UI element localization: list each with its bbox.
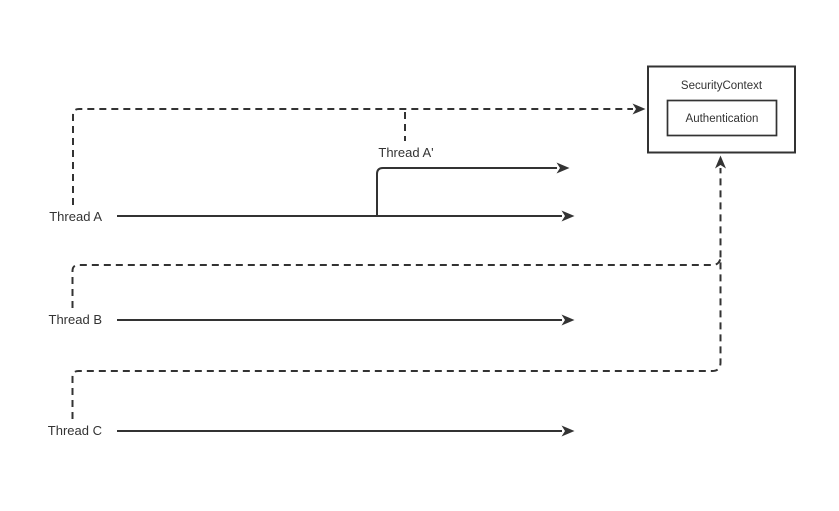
security-context-title: SecurityContext — [681, 80, 763, 92]
thread-b-label: Thread B — [49, 312, 102, 327]
authentication-label: Authentication — [686, 113, 759, 125]
thread-c-label: Thread C — [48, 423, 102, 438]
thread-b-dashed-connector — [71, 255, 722, 308]
thread-a-label: Thread A — [49, 209, 102, 224]
thread-c-dashed-connector — [71, 155, 726, 419]
thread-a-prime-label: Thread A' — [378, 145, 433, 160]
thread-a-prime-line — [376, 162, 570, 216]
thread-a-dashed-connector — [72, 103, 646, 205]
authentication-box — [666, 99, 778, 137]
